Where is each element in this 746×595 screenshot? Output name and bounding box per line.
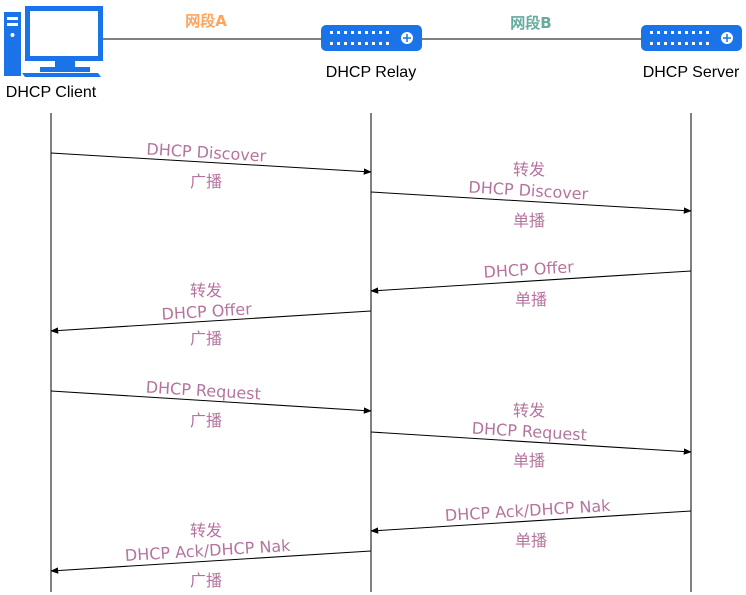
message-arrow — [370, 431, 692, 455]
message-name: DHCP Ack/DHCP Nak — [124, 536, 291, 565]
message-name: DHCP Offer — [483, 257, 575, 282]
relay-node-label: DHCP Relay — [326, 64, 416, 81]
segment-b-label: 网段B — [510, 14, 551, 32]
message-forward: 转发 — [513, 160, 545, 179]
message-name: DHCP Offer — [161, 299, 253, 324]
router-device-icon — [321, 25, 422, 51]
message-forward: 转发 — [190, 281, 222, 300]
desktop-computer-icon — [4, 6, 103, 77]
message-forward: 转发 — [190, 521, 222, 540]
message-name: DHCP Request — [145, 378, 261, 404]
message-arrow — [50, 550, 372, 574]
message-relay-to-server-request: 转发 DHCP Request 单播 — [370, 401, 692, 470]
message-mode: 单播 — [515, 531, 547, 550]
message-client-to-relay-request: DHCP Request 广播 — [50, 378, 372, 430]
message-arrow — [50, 310, 372, 334]
message-server-to-relay-ack: DHCP Ack/DHCP Nak 单播 — [370, 496, 692, 550]
message-arrow — [370, 510, 692, 534]
message-arrow — [50, 390, 372, 414]
message-name: DHCP Discover — [146, 139, 267, 165]
message-relay-to-client-offer: 转发 DHCP Offer 广播 — [50, 281, 372, 348]
client-node-label: DHCP Client — [6, 84, 97, 101]
server-node-label: DHCP Server — [643, 64, 740, 81]
message-mode: 广播 — [190, 571, 222, 590]
message-client-to-relay-discover: DHCP Discover 广播 — [50, 139, 372, 191]
message-name: DHCP Discover — [468, 177, 589, 203]
message-mode: 广播 — [190, 329, 222, 348]
message-arrow — [370, 270, 692, 294]
message-arrow — [370, 191, 692, 214]
message-name: DHCP Ack/DHCP Nak — [444, 496, 611, 525]
router-device-icon — [641, 25, 742, 51]
message-mode: 单播 — [515, 290, 547, 309]
message-mode: 单播 — [513, 211, 545, 230]
segment-a-label: 网段A — [185, 12, 227, 30]
message-mode: 广播 — [190, 172, 222, 191]
message-arrow — [50, 152, 372, 175]
message-mode: 单播 — [513, 451, 545, 470]
message-mode: 广播 — [190, 411, 222, 430]
message-server-to-relay-offer: DHCP Offer 单播 — [370, 257, 692, 309]
message-relay-to-server-discover: 转发 DHCP Discover 单播 — [370, 160, 692, 230]
message-relay-to-client-ack: 转发 DHCP Ack/DHCP Nak 广播 — [50, 521, 372, 590]
message-name: DHCP Request — [471, 419, 587, 445]
message-forward: 转发 — [513, 401, 545, 420]
